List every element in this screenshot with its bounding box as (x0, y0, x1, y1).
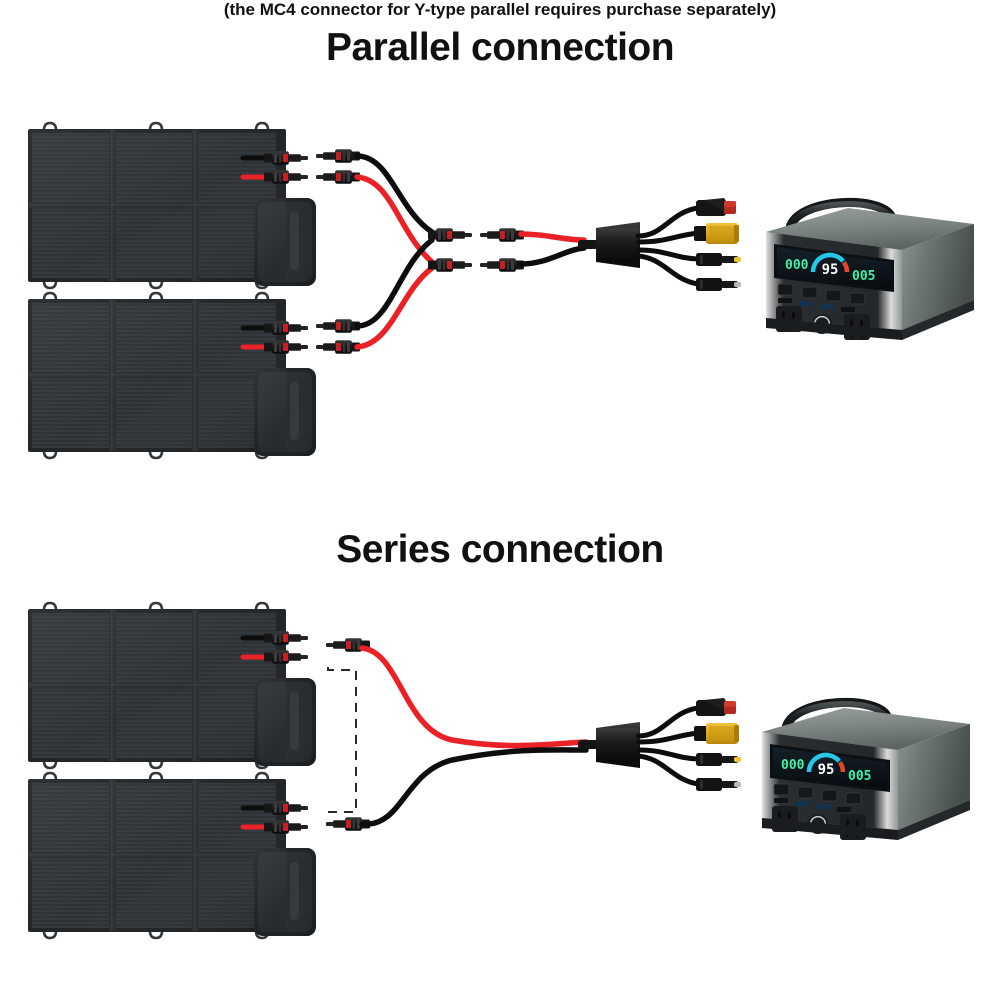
y-branch-connector-negative-mate (480, 228, 524, 242)
mc4-connector-bottom-positive-mate (316, 340, 360, 354)
parallel-section-title: Parallel connection (325, 26, 675, 69)
mc4-connector-top-negative-mate (316, 149, 360, 163)
parallel-y-branch-cables (354, 153, 435, 350)
series-top-panel-leads (240, 635, 271, 660)
parallel-power-station (766, 202, 974, 340)
parallel-output-hub (578, 198, 741, 291)
series-power-station (762, 702, 970, 840)
series-bottom-panel-leads (240, 805, 271, 830)
y-branch-connector-positive (428, 258, 472, 272)
series-panel-bottom (26, 771, 318, 940)
series-section-title: Series connection (336, 528, 664, 571)
series-diagram (26, 601, 970, 940)
series-panel-top (26, 601, 318, 770)
parallel-section-subtitle: (the MC4 connector for Y-type parallel r… (223, 0, 777, 19)
mc4-connector-top-positive-mate (316, 170, 360, 184)
y-branch-connector-positive-mate (480, 258, 524, 272)
series-link-dashed-path (327, 667, 357, 813)
series-output-hub (578, 698, 741, 791)
series-trunk-cables (359, 645, 589, 827)
parallel-panel-bottom (26, 291, 318, 460)
parallel-panel-top (26, 121, 318, 290)
parallel-trunk-cables (518, 231, 587, 267)
parallel-diagram (26, 121, 974, 460)
parallel-bottom-panel-leads (240, 325, 271, 350)
parallel-top-panel-leads (240, 155, 271, 180)
mc4-connector-bottom-negative-mate (316, 319, 360, 333)
